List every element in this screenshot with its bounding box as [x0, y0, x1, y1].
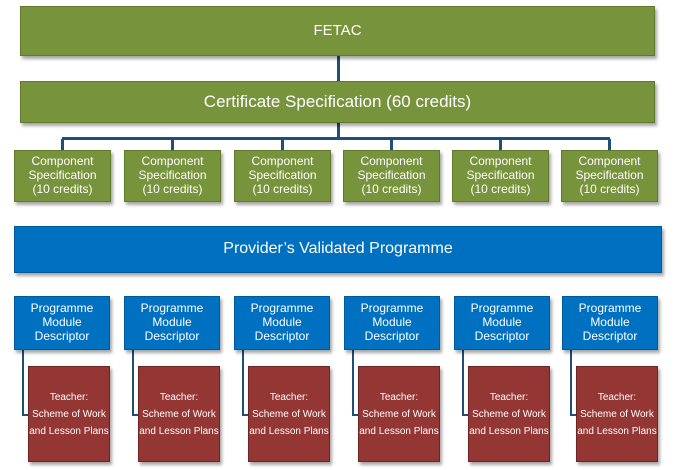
connector-teacher-vertical-6 [570, 350, 572, 416]
teacher-scheme-box-2: Teacher: Scheme of Work and Lesson Plans [138, 366, 220, 462]
teacher-scheme-box-5: Teacher: Scheme of Work and Lesson Plans [468, 366, 550, 462]
connector-cert-down [337, 123, 340, 138]
connector-teacher-vertical-2 [132, 350, 134, 416]
teacher-scheme-box-6: Teacher: Scheme of Work and Lesson Plans [576, 366, 658, 462]
connector-teacher-horizontal-2 [132, 414, 139, 416]
component-specification-4: Component Specification (10 credits) [343, 150, 440, 202]
component-specification-2: Component Specification (10 credits) [124, 150, 221, 202]
component-specification-3: Component Specification (10 credits) [234, 150, 331, 202]
connector-component-drop-4 [390, 139, 393, 150]
programme-module-descriptor-1: Programme Module Descriptor [14, 296, 110, 350]
connector-teacher-horizontal-6 [570, 414, 577, 416]
connector-teacher-vertical-5 [462, 350, 464, 416]
providers-validated-programme-box: Provider’s Validated Programme [14, 226, 662, 273]
teacher-scheme-box-4: Teacher: Scheme of Work and Lesson Plans [358, 366, 440, 462]
connector-component-drop-3 [281, 139, 284, 150]
programme-module-descriptor-3: Programme Module Descriptor [234, 296, 330, 350]
programme-module-descriptor-5: Programme Module Descriptor [454, 296, 550, 350]
connector-teacher-horizontal-5 [462, 414, 469, 416]
teacher-scheme-box-3: Teacher: Scheme of Work and Lesson Plans [248, 366, 330, 462]
connector-component-drop-6 [608, 139, 611, 150]
connector-teacher-horizontal-4 [352, 414, 359, 416]
fetac-box: FETAC [20, 6, 655, 56]
connector-teacher-horizontal-1 [22, 414, 29, 416]
connector-horizontal-bar [62, 137, 610, 140]
connector-component-drop-1 [61, 139, 64, 150]
programme-module-descriptor-6: Programme Module Descriptor [562, 296, 658, 350]
connector-teacher-vertical-3 [242, 350, 244, 416]
connector-teacher-vertical-4 [352, 350, 354, 416]
connector-fetac-cert [337, 56, 340, 81]
programme-module-descriptor-2: Programme Module Descriptor [124, 296, 220, 350]
teacher-scheme-box-1: Teacher: Scheme of Work and Lesson Plans [28, 366, 110, 462]
connector-teacher-vertical-1 [22, 350, 24, 416]
connector-teacher-horizontal-3 [242, 414, 249, 416]
component-specification-6: Component Specification (10 credits) [561, 150, 658, 202]
component-specification-5: Component Specification (10 credits) [452, 150, 549, 202]
connector-component-drop-2 [171, 139, 174, 150]
programme-module-descriptor-4: Programme Module Descriptor [344, 296, 440, 350]
component-specification-1: Component Specification (10 credits) [14, 150, 111, 202]
connector-component-drop-5 [499, 139, 502, 150]
certificate-specification-box: Certificate Specification (60 credits) [20, 81, 655, 123]
